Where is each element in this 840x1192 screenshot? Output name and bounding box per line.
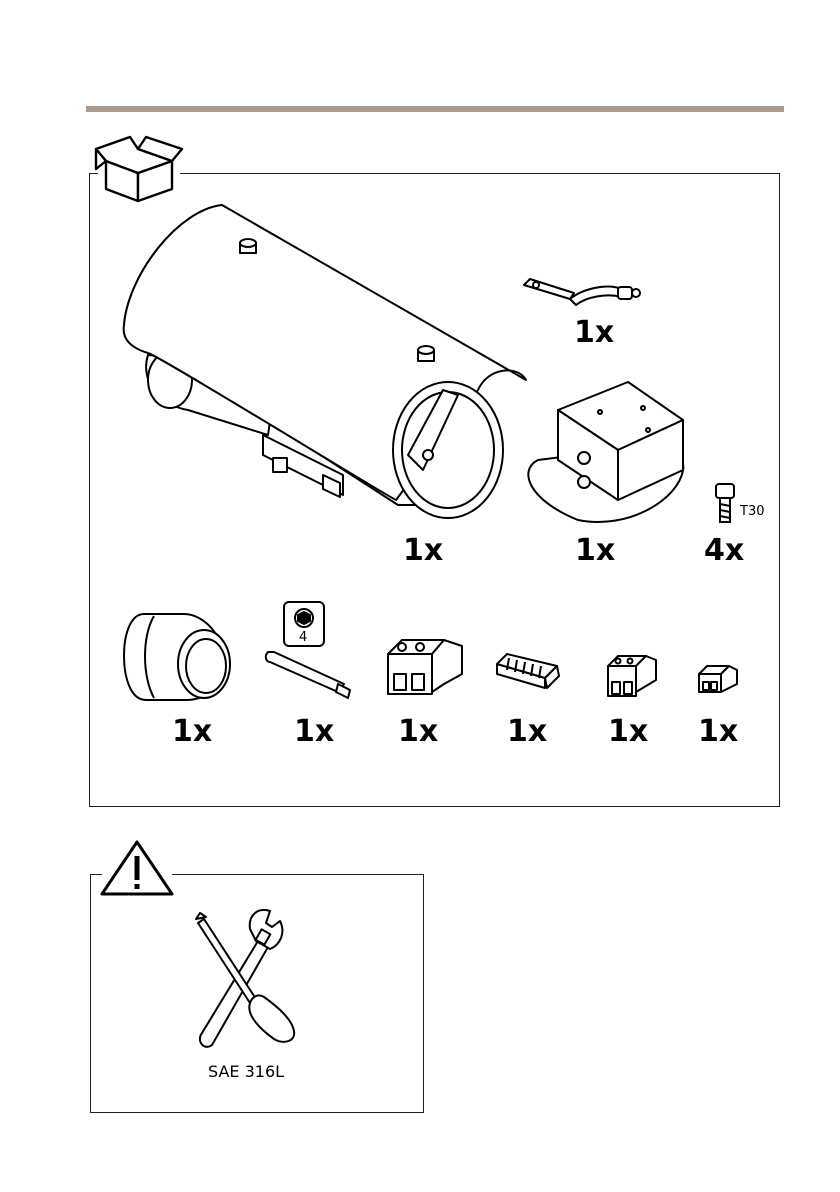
hex-bit-size-label: 4 [299,630,307,645]
quantity-screws: 4x [704,536,744,566]
quantity-connector-2pin-large: 1x [398,717,438,747]
quantity-connector-2pin-small: 1x [608,717,648,747]
bracket-lever-illustration [522,275,642,315]
tool-material-label: SAE 316L [208,1062,284,1081]
quantity-camera-housing: 1x [403,536,443,566]
screw-size-label: T30 [740,504,764,519]
quantity-mount-bracket: 1x [575,536,615,566]
screw-illustration [713,482,739,526]
package-box-icon [92,133,186,205]
camera-housing-illustration [118,205,538,525]
quantity-bracket-lever: 1x [574,318,614,348]
terminal-connector-6pin-illustration [495,650,561,690]
header-rule [86,106,784,112]
quantity-connector-6pin: 1x [507,717,547,747]
quantity-cable-gland: 1x [172,717,212,747]
wrench-screwdriver-icon [188,905,308,1055]
mount-bracket-illustration [518,380,690,530]
terminal-connector-2pin-large-illustration [386,634,464,696]
quantity-hex-bit: 1x [294,717,334,747]
terminal-connector-2pin-small-illustration [606,652,658,698]
hex-bit-tool-illustration [262,600,358,705]
warning-triangle-icon [98,838,176,898]
cable-gland-illustration [124,606,236,702]
terminal-connector-mini-illustration [697,664,739,694]
quantity-connector-mini: 1x [698,717,738,747]
